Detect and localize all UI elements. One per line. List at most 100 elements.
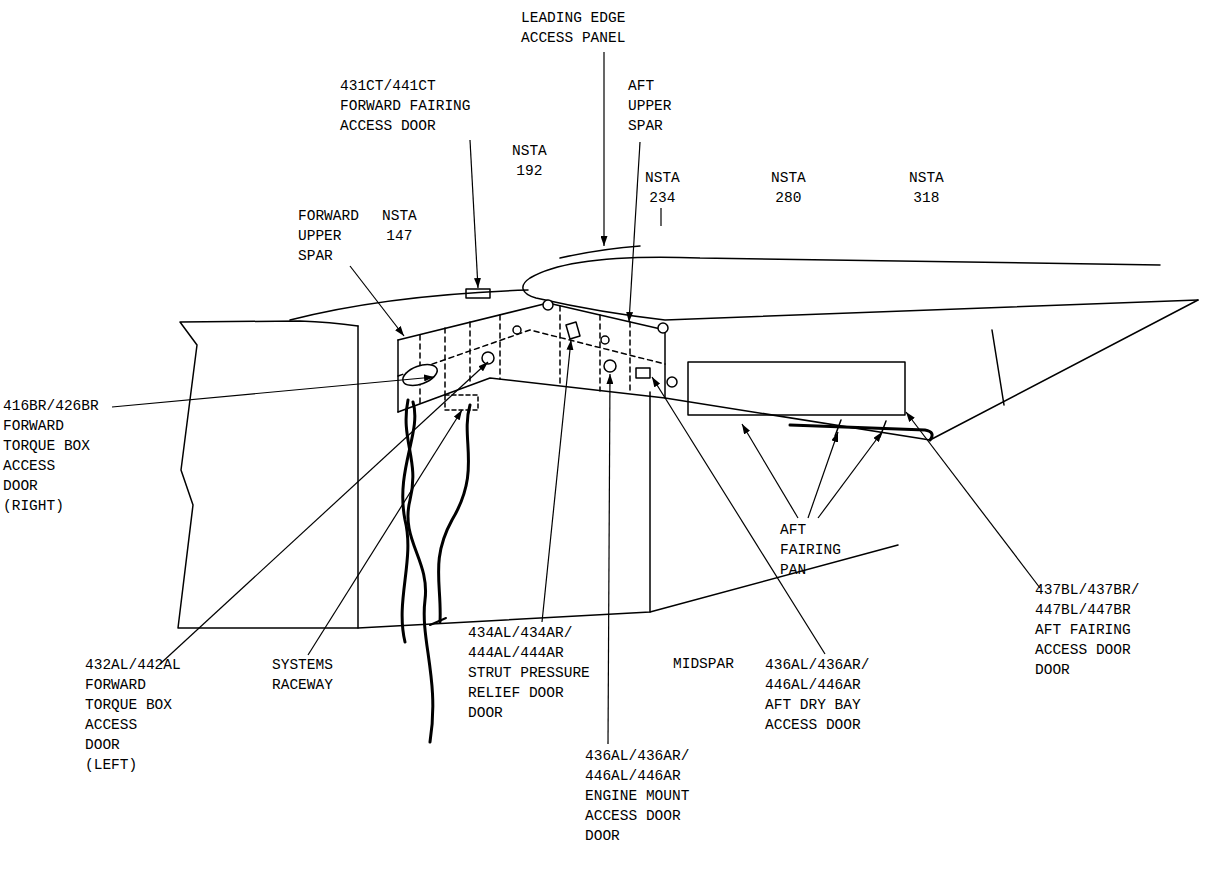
label-line: FORWARD FAIRING: [340, 96, 471, 116]
leader-line: [608, 374, 610, 744]
callout-label: 437BL/437BR/ 447BL/447BR AFT FAIRING ACC…: [1035, 580, 1139, 680]
callout-label: AFT UPPER SPAR: [628, 76, 672, 136]
label-line: ACCESS DOOR: [765, 715, 869, 735]
label-line: ACCESS PANEL: [521, 28, 625, 48]
structure: [178, 246, 1198, 742]
callout-label: 436AL/436AR/ 446AL/446AR ENGINE MOUNT AC…: [585, 746, 689, 846]
callout-label: 432AL/442AL FORWARD TORQUE BOX ACCESS DO…: [85, 655, 181, 775]
label-line: NSTA: [771, 168, 806, 188]
internal-dash: [599, 315, 601, 391]
label-line: 280: [771, 188, 806, 208]
callout-label: NSTA 318: [909, 168, 944, 208]
label-line: NSTA: [645, 168, 680, 188]
label-line: AFT: [780, 520, 841, 540]
label-line: DOOR: [468, 703, 590, 723]
callout-label: 434AL/434AR/ 444AL/444AR STRUT PRESSURE …: [468, 623, 590, 723]
raceway-tick: [430, 618, 446, 625]
label-line: UPPER: [628, 96, 672, 116]
internal-dash: [444, 328, 446, 395]
callout-label: FORWARD UPPER SPAR: [298, 206, 359, 266]
label-line: ACCESS: [3, 456, 99, 476]
label-line: AFT: [628, 76, 672, 96]
label-line: RACEWAY: [272, 675, 333, 695]
label-line: SYSTEMS: [272, 655, 333, 675]
forward-fairing-top: [290, 290, 528, 320]
label-line: 431CT/441CT: [340, 76, 471, 96]
callout-label: LEADING EDGE ACCESS PANEL: [521, 8, 625, 48]
leader-line: [629, 142, 640, 322]
access-hole: [601, 336, 609, 344]
label-line: ACCESS DOOR: [585, 806, 689, 826]
label-line: FORWARD: [298, 206, 359, 226]
label-line: 416BR/426BR: [3, 396, 99, 416]
label-line: 434AL/434AR/: [468, 623, 590, 643]
label-line: LEADING EDGE: [521, 8, 625, 28]
raceway-wire: [439, 405, 471, 622]
cowl-split-line: [649, 392, 651, 612]
label-line: 444AL/444AR: [468, 643, 590, 663]
leader-line: [603, 52, 604, 246]
label-line: ACCESS DOOR: [1035, 640, 1139, 660]
internal-dash: [559, 306, 561, 386]
label-line: NSTA: [909, 168, 944, 188]
cowl-split-line: [357, 326, 359, 628]
internal-dash: [629, 322, 631, 394]
label-line: PAN: [780, 560, 841, 580]
hinge-fitting: [658, 323, 668, 333]
callout-label: NSTA 234: [645, 168, 680, 208]
label-line: (LEFT): [85, 755, 181, 775]
callout-label: 416BR/426BR FORWARD TORQUE BOX ACCESS DO…: [3, 396, 99, 516]
label-line: DOOR: [85, 735, 181, 755]
label-line: FORWARD: [85, 675, 181, 695]
leader-line: [308, 410, 462, 655]
label-line: 432AL/442AL: [85, 655, 181, 675]
label-line: ACCESS: [85, 715, 181, 735]
callout-label: NSTA 147: [382, 206, 417, 246]
label-line: SPAR: [298, 246, 359, 266]
callout-label: AFT FAIRING PAN: [780, 520, 841, 580]
leader-line: [742, 424, 798, 518]
callout-label: NSTA 280: [771, 168, 806, 208]
callout-label: SYSTEMS RACEWAY: [272, 655, 333, 695]
leader-lines: [112, 52, 1040, 744]
access-hole: [604, 360, 616, 372]
access-hole: [513, 326, 521, 334]
label-line: 318: [909, 188, 944, 208]
leader-line: [652, 377, 825, 654]
label-line: STRUT PRESSURE: [468, 663, 590, 683]
callout-label: NSTA 192: [512, 141, 547, 181]
fittings: [482, 300, 677, 387]
wing-outline: [523, 257, 1198, 320]
label-line: FAIRING: [780, 540, 841, 560]
pan-tick: [880, 421, 886, 437]
leader-line: [808, 432, 838, 518]
label-line: 192: [512, 161, 547, 181]
label-line: DOOR: [3, 476, 99, 496]
leader-line: [112, 377, 434, 407]
label-line: 234: [645, 188, 680, 208]
label-line: (RIGHT): [3, 496, 99, 516]
callout-label: MIDSPAR: [673, 654, 734, 674]
torque-box-door: [400, 360, 440, 389]
leader-line: [906, 412, 1040, 588]
raceway-wire: [402, 402, 415, 642]
label-line: SPAR: [628, 116, 672, 136]
leader-line: [818, 432, 882, 518]
label-line: AFT FAIRING: [1035, 620, 1139, 640]
label-line: NSTA: [512, 141, 547, 161]
label-line: 447BL/447BR: [1035, 600, 1139, 620]
leading-edge-panel: [560, 246, 640, 258]
label-line: 446AL/446AR: [585, 766, 689, 786]
label-line: AFT DRY BAY: [765, 695, 869, 715]
leader-line: [542, 340, 571, 622]
label-line: 437BL/437BR/: [1035, 580, 1139, 600]
label-line: FORWARD: [3, 416, 99, 436]
internal-dash: [398, 330, 665, 376]
label-line: ACCESS DOOR: [340, 116, 471, 136]
callout-label: 436AL/436AR/ 446AL/446AR AFT DRY BAY ACC…: [765, 655, 869, 735]
fairing-joint: [992, 330, 1004, 405]
label-line: 147: [382, 226, 417, 246]
label-line: RELIEF DOOR: [468, 683, 590, 703]
